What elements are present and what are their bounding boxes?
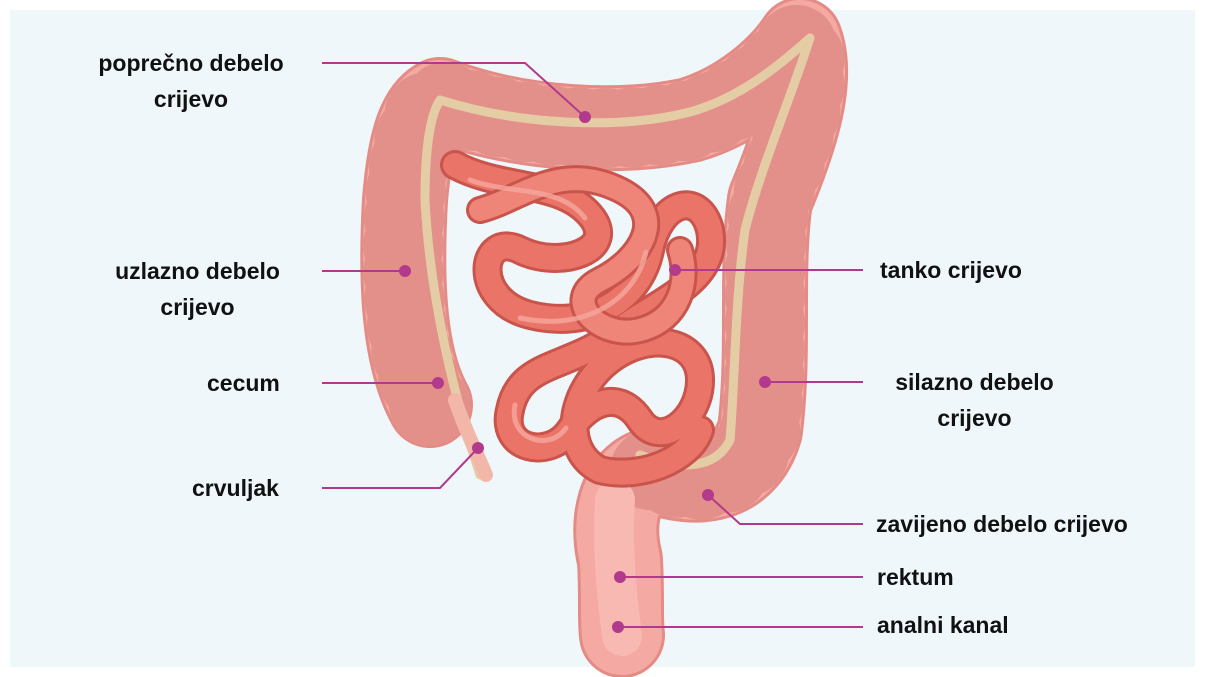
label-transverse-line-1: poprečno debelo xyxy=(66,45,316,81)
label-descending-line-2: crijevo xyxy=(862,400,1087,436)
leader-small-dot xyxy=(670,265,680,275)
leader-descending-dot xyxy=(760,377,770,387)
label-anal-canal: analni kanal xyxy=(877,607,1009,643)
label-descending-line-1: silazno debelo xyxy=(862,364,1087,400)
leader-transverse-dot xyxy=(580,112,590,122)
label-small-intestine: tanko crijevo xyxy=(880,252,1022,288)
label-sigmoid-colon: zavijeno debelo crijevo xyxy=(876,506,1128,542)
label-transverse-colon: poprečno debelo crijevo xyxy=(66,45,316,117)
leader-cecum-dot xyxy=(433,378,443,388)
label-cecum: cecum xyxy=(207,365,280,401)
label-descending-colon: silazno debelo crijevo xyxy=(862,364,1087,436)
label-transverse-line-2: crijevo xyxy=(66,81,316,117)
label-ascending-colon: uzlazno debelo crijevo xyxy=(85,253,310,325)
leader-anal-dot xyxy=(613,622,623,632)
label-rectum: rektum xyxy=(877,559,954,595)
leader-appendix xyxy=(322,448,478,488)
label-ascending-line-2: crijevo xyxy=(85,289,310,325)
rectum-shape xyxy=(614,500,622,636)
leader-ascending-dot xyxy=(400,266,410,276)
label-ascending-line-1: uzlazno debelo xyxy=(85,253,310,289)
small-intestine xyxy=(455,165,711,473)
leader-rectum-dot xyxy=(615,572,625,582)
leader-appendix-dot xyxy=(473,443,483,453)
label-appendix: crvuljak xyxy=(192,470,279,506)
leader-sigmoid-dot xyxy=(703,490,713,500)
